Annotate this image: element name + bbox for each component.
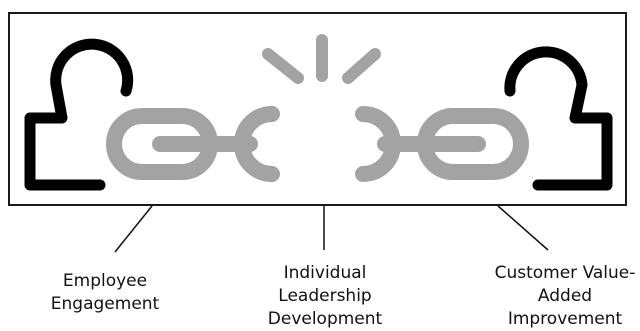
diagram-frame [8,12,627,206]
caption-individual-leadership-development: Individual Leadership Development [245,262,405,331]
caption-left-line-1: Employee [62,271,148,291]
right-person-icon [504,46,613,191]
caption-customer-value-added-improvement: Customer Value- Added Improvement [490,262,640,331]
caption-left-line-2: Engagement [50,294,160,314]
broken-chain-icon [106,106,529,182]
leader-line-right [497,205,549,251]
burst-lines-icon [262,34,381,84]
leader-line-left [114,205,153,253]
caption-center-line-3: Development [267,309,383,329]
caption-right-line-1: Customer Value- [494,263,636,283]
chain-broken-half-left [234,106,280,182]
caption-right-line-3: Improvement [507,309,623,329]
caption-center-line-2: Leadership [278,286,372,306]
left-person-icon [24,38,134,191]
chain-link-right [417,108,529,180]
caption-right-line-2: Added [537,286,593,306]
caption-employee-engagement: Employee Engagement [30,270,180,316]
leader-lines [114,205,549,253]
chain-link-left [106,108,218,180]
caption-center-line-1: Individual [283,263,367,283]
